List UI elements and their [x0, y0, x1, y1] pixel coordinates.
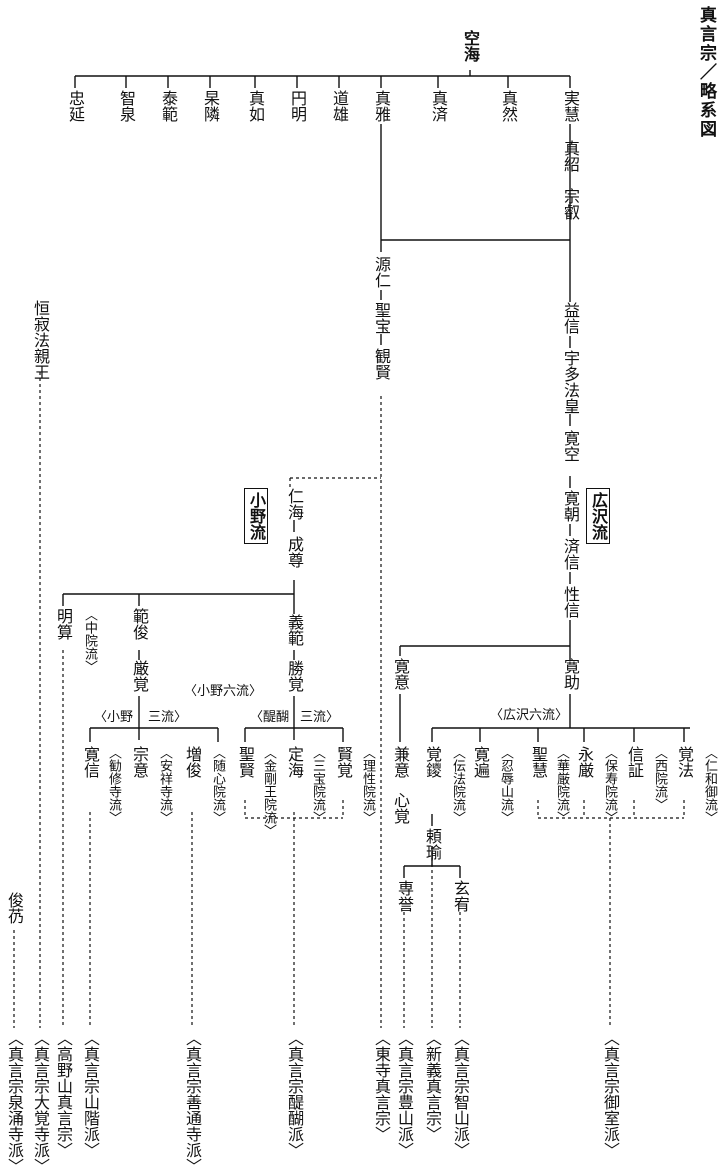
sect-zentsuji: 〈真言宗善通寺派〉 — [183, 1030, 202, 1174]
person-kani: 寛意 — [391, 658, 410, 690]
label-ono-three-a: 〈小野 — [94, 710, 134, 725]
person-kakuho: 覚法 — [675, 746, 694, 778]
person-saishin: 済信 — [561, 538, 580, 570]
person-shinga: 真雅 — [372, 90, 391, 122]
sect-omuro: 〈真言宗御室派〉 — [601, 1030, 620, 1158]
person-shokaku: 勝覚 — [285, 660, 304, 692]
person-kangen: 観賢 — [372, 348, 391, 380]
person-shoken: 聖賢 — [236, 746, 255, 778]
person-kakuban: 覚鑁 — [423, 746, 442, 778]
person-keni: 兼意 — [391, 746, 410, 778]
school-denbo: 〈伝法院流〉 — [450, 746, 465, 824]
sect-buzan: 〈真言宗豊山派〉 — [395, 1030, 414, 1158]
label-hirosawa-six: 〈広沢六流〉 — [490, 708, 569, 723]
person-doyu: 道雄 — [330, 90, 349, 122]
person-yakushin: 益信 — [561, 302, 580, 334]
person-taihan: 泰範 — [159, 90, 178, 122]
person-kenkaku: 賢覚 — [334, 746, 353, 778]
person-kancho: 寛朝 — [561, 490, 580, 522]
person-shinsho: 信証 — [625, 746, 644, 778]
person-shoho: 聖宝 — [372, 302, 391, 334]
person-shunjo: 俊芿 — [5, 892, 24, 924]
school-ninniku: 〈忍辱山流〉 — [498, 746, 513, 824]
person-kojaku: 恒寂法親王 — [31, 300, 50, 380]
person-shinnyo: 真如 — [246, 90, 265, 122]
label-ono: 小野流 — [244, 488, 268, 544]
school-rishoin: 〈理性院流〉 — [360, 746, 375, 824]
label-ono-three-b: 三流〉 — [148, 710, 188, 725]
label-hirosawa: 広沢流 — [586, 488, 610, 544]
sect-chisan: 〈真言宗智山派〉 — [451, 1030, 470, 1158]
person-raiyu: 頼瑜 — [423, 828, 442, 860]
person-kanjo: 寛助 — [561, 658, 580, 690]
person-yogen: 永厳 — [575, 746, 594, 778]
person-shinzen: 真然 — [499, 90, 518, 122]
school-zuishin: 〈随心院流〉 — [210, 746, 225, 824]
sect-shingi: 〈新義真言宗〉 — [423, 1030, 442, 1142]
person-gihan: 義範 — [285, 614, 304, 646]
school-saiin: 〈西院流〉 — [652, 746, 667, 811]
person-gengaku: 厳覚 — [130, 660, 149, 692]
school-kegon: 〈華厳院流〉 — [554, 746, 569, 824]
person-kanshin: 寛信 — [81, 746, 100, 778]
school-kongo: 〈金剛王院流〉 — [261, 746, 276, 837]
person-chisen: 智泉 — [117, 90, 136, 122]
school-kanshuji: 〈勧修寺流〉 — [106, 746, 121, 824]
person-kanku: 寛空 — [561, 430, 580, 462]
school-chuin: 〈中院流〉 — [82, 608, 97, 673]
person-shinkaku: 心覚 — [391, 792, 410, 824]
person-uda: 宇多法皇 — [561, 350, 580, 414]
person-genyu: 玄宥 — [451, 880, 470, 912]
label-daigo-a: 〈醍醐 — [250, 710, 290, 725]
person-shuei: 宗叡 — [561, 188, 580, 220]
person-jitsue: 実慧 — [561, 90, 580, 122]
school-hoju: 〈保寿院流〉 — [602, 746, 617, 824]
label-daigo-b: 三流〉 — [300, 710, 340, 725]
sect-daikakuji: 〈真言宗大覚寺派〉 — [31, 1030, 50, 1174]
sect-toji: 〈東寺真言宗〉 — [372, 1030, 391, 1142]
person-shinjo: 真紹 — [561, 140, 580, 172]
sect-daigo: 〈真言宗醍醐派〉 — [285, 1030, 304, 1158]
person-shui: 宗意 — [130, 746, 149, 778]
label-ono-six: 〈小野六流〉 — [184, 684, 263, 699]
person-chuen: 忠延 — [66, 90, 85, 122]
person-kukai: 空海 — [461, 30, 480, 62]
person-gennin: 源仁 — [372, 256, 391, 288]
person-myosan: 明算 — [54, 608, 73, 640]
diagram-title: 真言宗／略系図 — [696, 6, 716, 139]
person-zojun: 増俊 — [183, 746, 202, 778]
person-ningai: 仁海 — [285, 488, 304, 520]
person-gorin: 杲隣 — [201, 90, 220, 122]
person-hanjun: 範俊 — [130, 608, 149, 640]
person-jokai: 定海 — [285, 746, 304, 778]
sect-koyasan: 〈高野山真言宗〉 — [54, 1030, 73, 1158]
person-shoe: 聖慧 — [529, 746, 548, 778]
person-enmyo: 円明 — [288, 90, 307, 122]
school-ninna: 〈仁和御流〉 — [702, 746, 717, 824]
person-kanpen: 寛遍 — [471, 746, 490, 778]
sect-sennyuji: 〈真言宗泉涌寺派〉 — [5, 1030, 24, 1174]
school-anjoji: 〈安祥寺流〉 — [157, 746, 172, 824]
school-sanpo: 〈三宝院流〉 — [310, 746, 325, 824]
person-shinzei: 真済 — [429, 90, 448, 122]
person-seison: 成尊 — [285, 536, 304, 568]
person-senyo: 専誉 — [395, 880, 414, 912]
person-shoshin: 性信 — [561, 586, 580, 618]
sect-yamashina: 〈真言宗山階派〉 — [81, 1030, 100, 1158]
